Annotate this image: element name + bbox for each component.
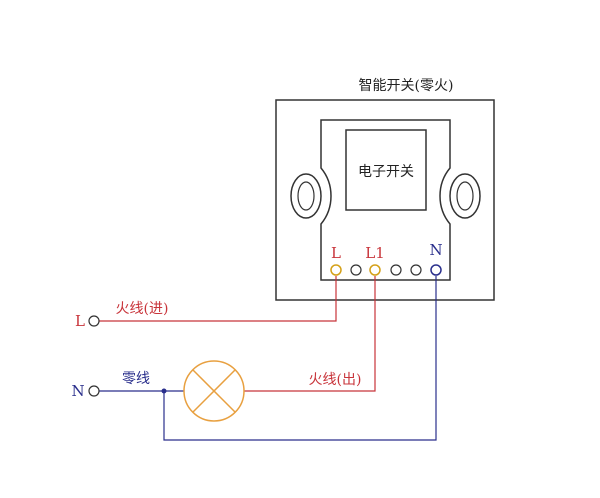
terminal-blank-2 [390, 264, 402, 276]
source-label-l: L [75, 312, 85, 330]
electronic-switch-module [345, 129, 427, 211]
terminal-l1 [369, 264, 381, 276]
terminal-blank-1 [350, 264, 362, 276]
terminal-label-l: L [331, 244, 341, 262]
terminal-l [330, 264, 342, 276]
neutral-junction [161, 388, 167, 394]
wire-label-live-in: 火线(进) [116, 301, 169, 317]
wire-live-out [244, 276, 376, 392]
wire-neutral-return [163, 276, 437, 441]
mounting-hole-right [449, 173, 481, 219]
device-title: 智能开关(零火) [359, 78, 454, 94]
source-label-n: N [71, 382, 84, 400]
wire-label-live-out: 火线(出) [309, 372, 362, 388]
wire-live-in [99, 276, 337, 322]
wire-label-neutral: 零线 [122, 371, 150, 387]
mounting-hole-right-inner [456, 181, 474, 211]
switch-inner-frame [320, 119, 451, 281]
switch-outer-frame [275, 99, 495, 301]
mounting-hole-left [290, 173, 322, 219]
terminal-label-n: N [429, 241, 442, 259]
source-terminal-n [88, 385, 100, 397]
mounting-hole-left-inner [297, 181, 315, 211]
source-terminal-l [88, 315, 100, 327]
terminal-n [430, 264, 442, 276]
terminal-label-l1: L1 [365, 244, 385, 262]
lamp-cross-2 [192, 369, 236, 413]
module-label: 电子开关 [358, 164, 414, 180]
lamp-icon [183, 360, 245, 422]
terminal-blank-3 [410, 264, 422, 276]
